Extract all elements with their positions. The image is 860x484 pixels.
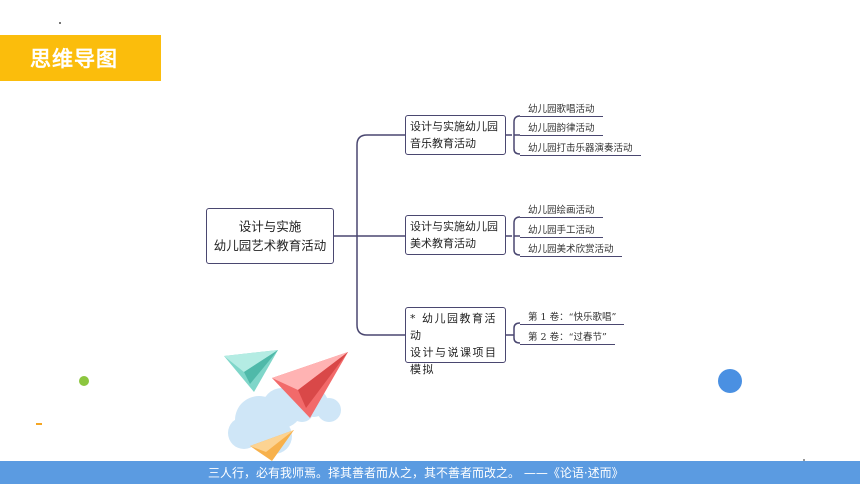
decorative-dot xyxy=(59,22,61,24)
branch-music-line-1: 设计与实施幼儿园 xyxy=(410,120,498,133)
branch-art-line-2: 美术教育活动 xyxy=(410,237,476,250)
page-title-text: 思维导图 xyxy=(30,47,118,71)
decorative-blue-dot xyxy=(718,369,742,393)
branch-project-line-1: * 幼儿园教育活动 xyxy=(410,312,497,342)
leaf-item: 幼儿园韵律活动 xyxy=(520,120,603,136)
footer-bar: 三人行，必有我师焉。择其善者而从之，其不善者而改之。 ——《论语·述而》 xyxy=(0,461,860,484)
branch-project-line-3: 模拟 xyxy=(410,363,435,376)
page-title: 思维导图 xyxy=(0,35,161,81)
leaf-item: 幼儿园打击乐器演奏活动 xyxy=(520,140,641,156)
branch-music-line-2: 音乐教育活动 xyxy=(410,137,476,150)
decorative-dash xyxy=(36,423,42,425)
root-line-2: 幼儿园艺术教育活动 xyxy=(213,238,327,253)
paper-planes-illustration xyxy=(224,350,348,461)
leaf-item: 第 2 卷：“过春节” xyxy=(520,329,615,345)
branch-art-line-1: 设计与实施幼儿园 xyxy=(410,220,498,233)
leaf-item: 幼儿园绘画活动 xyxy=(520,202,603,218)
footer-quote: 三人行，必有我师焉。择其善者而从之，其不善者而改之。 ——《论语·述而》 xyxy=(208,466,624,480)
leaf-item: 幼儿园美术欣赏活动 xyxy=(520,241,622,257)
leaf-item: 幼儿园歌唱活动 xyxy=(520,101,603,117)
branch-music-node: 设计与实施幼儿园 音乐教育活动 xyxy=(405,115,506,155)
decorative-green-dot xyxy=(79,376,89,386)
root-line-1: 设计与实施 xyxy=(238,219,302,234)
leaf-item: 第 1 卷：“快乐歌唱” xyxy=(520,309,625,325)
leaf-item: 幼儿园手工活动 xyxy=(520,222,603,238)
mindmap-root-node: 设计与实施 幼儿园艺术教育活动 xyxy=(206,208,334,264)
branch-art-node: 设计与实施幼儿园 美术教育活动 xyxy=(405,215,506,255)
branch-project-node: * 幼儿园教育活动 设计与说课项目 模拟 xyxy=(405,307,506,376)
branch-project-line-2: 设计与说课项目 xyxy=(410,346,498,359)
decorative-dot xyxy=(803,459,805,461)
